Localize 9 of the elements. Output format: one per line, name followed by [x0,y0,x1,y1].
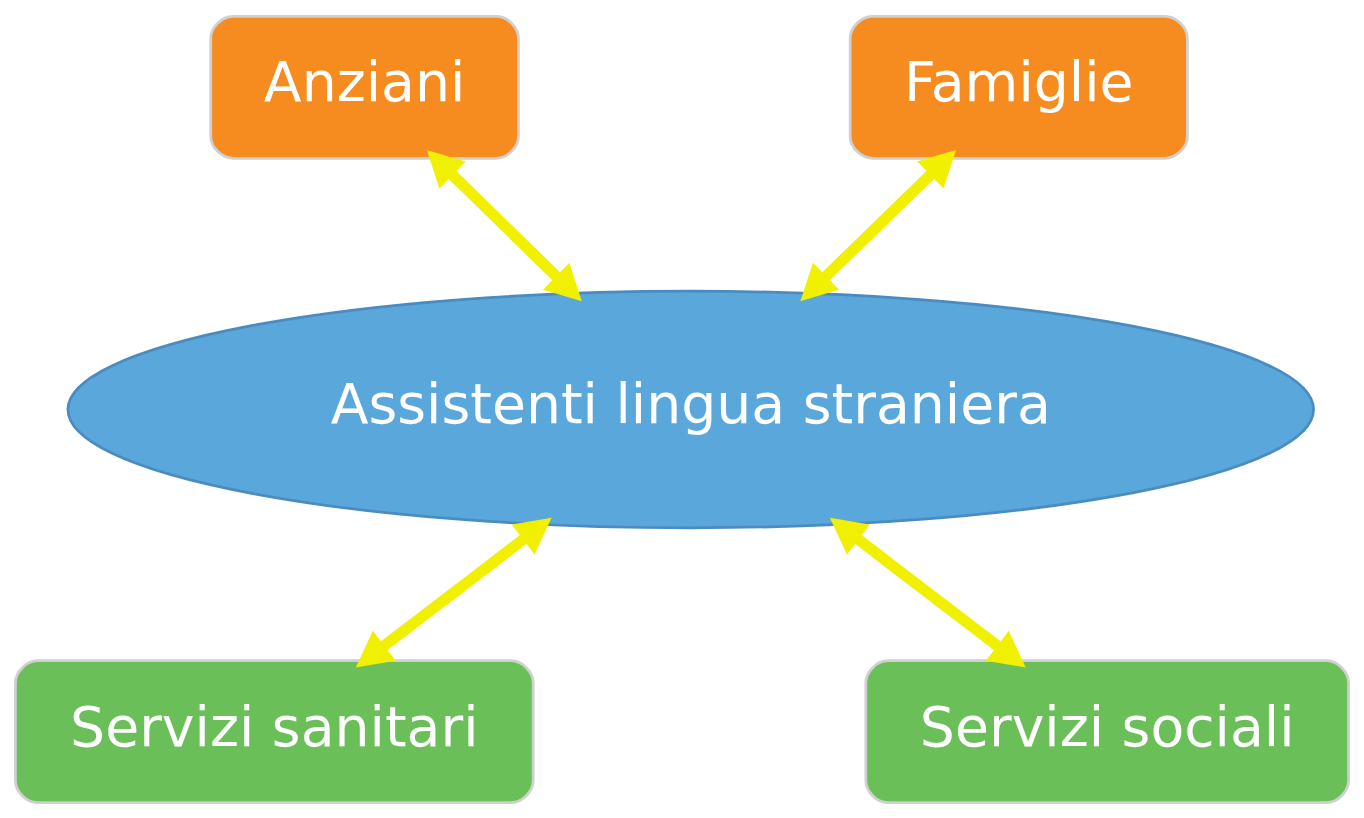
node-box: Anziani [209,14,520,160]
arrow [829,517,1026,668]
arrow [355,517,552,668]
node-ellipse: Assistenti lingua straniera [66,289,1315,529]
arrow [800,149,957,301]
node-box: Famiglie [848,14,1189,160]
node-box: Servizi sanitari [14,658,535,804]
arrow [426,149,582,301]
node-box: Servizi sociali [864,658,1350,804]
